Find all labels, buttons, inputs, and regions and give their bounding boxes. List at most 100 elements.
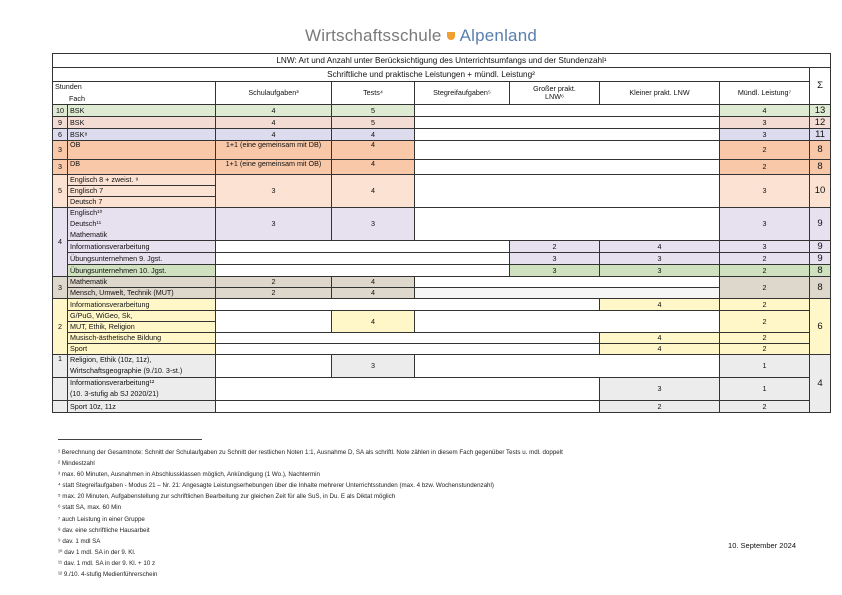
table-cell: Informationsverarbeitung¹²: [67, 377, 216, 389]
table-cell: [414, 354, 720, 378]
table-cell: 9: [52, 116, 68, 129]
table-cell: 4: [331, 128, 415, 141]
header-tests: Tests⁴: [331, 81, 415, 105]
footnote: ⁹ dav. 1 mdl SA: [58, 537, 101, 545]
table-cell: 2: [719, 400, 810, 413]
table-cell: 3: [719, 240, 810, 253]
footnote: ³ max. 60 Minuten, Ausnahmen in Abschlus…: [58, 471, 320, 479]
table-cell: 8: [808, 140, 832, 160]
table-row: Sport 10z, 11z 2 2: [52, 400, 831, 413]
table-cell: 9: [808, 207, 832, 241]
table-row: Mensch, Umwelt, Technik (MUT) 2 4: [53, 287, 831, 299]
table-cell: 13: [808, 104, 832, 117]
table-cell: 3: [719, 174, 810, 208]
table-cell: 2: [719, 298, 810, 311]
table-cell: Informationsverarbeitung: [67, 240, 216, 253]
table-cell: 2: [215, 276, 332, 288]
footnote: ² Mindestzahl: [58, 460, 95, 468]
header-muendl: Mündl. Leistung⁷: [719, 81, 810, 105]
table-row: Deutsch 7: [53, 196, 831, 208]
table-cell: 4: [599, 298, 720, 311]
table-cell: 2: [719, 140, 810, 160]
table-cell: 4: [331, 159, 415, 175]
header-stegreif: Stegreifaufgaben⁵: [414, 81, 510, 105]
table-cell: 4: [215, 128, 332, 141]
table-cell: 6: [52, 128, 68, 141]
table-row: Deutsch¹¹: [53, 218, 831, 230]
table-cell: Englisch¹⁰: [67, 207, 216, 219]
table-cell: 3: [215, 174, 332, 208]
table-cell: [52, 400, 68, 413]
header-schulaufgaben: Schulaufgaben³: [215, 81, 332, 105]
table-row: 2 Informationsverarbeitung 4 2 6: [52, 298, 832, 355]
table-row: 9 BSK 4 5 3 12: [52, 116, 832, 129]
table-cell: [215, 377, 600, 401]
table-cell: 3: [331, 354, 415, 378]
table-cell: 1: [719, 354, 810, 378]
header-klein: Kleiner prakt. LNW: [599, 81, 720, 105]
footnotes: ¹ Berechnung der Gesamtnote: Schnitt der…: [58, 447, 563, 580]
table-cell: [215, 354, 332, 378]
table-cell: 4: [331, 310, 415, 333]
table-cell: MUT, Ethik, Religion: [67, 321, 216, 333]
table-cell: 4: [215, 116, 332, 129]
table-row: LNW: Art und Anzahl unter Berücksichtigu…: [51, 53, 832, 68]
table-row: Musisch-ästhetische Bildung 4 2: [53, 332, 831, 344]
table-cell: 4: [331, 287, 415, 299]
table-cell: [414, 116, 720, 129]
table-cell: BSK: [67, 116, 216, 129]
table-cell: 12: [808, 116, 832, 129]
table-cell: 5: [331, 116, 415, 129]
table-cell: BSK⁸: [67, 128, 216, 141]
table-row: Informationsverarbeitung¹² 3 1: [52, 377, 831, 401]
table-row: Übungsunternehmen 9. Jgst. 3 3 2 9: [53, 252, 832, 265]
table-cell: [414, 276, 720, 288]
table-cell: 2: [719, 310, 810, 333]
table-cell: 2: [719, 343, 810, 355]
logo-text-right: Alpenland: [459, 26, 538, 45]
table-cell: [215, 400, 600, 413]
footnote: ⁵ max. 20 Minuten, Aufgabenstellung zur …: [58, 493, 396, 501]
table-cell: 4: [215, 104, 332, 117]
header-gross: Großer prakt.LNW⁶: [509, 81, 600, 105]
table-cell: [215, 264, 510, 277]
table-cell: Übungsunternehmen 10. Jgst.: [67, 264, 216, 277]
table-row: 3 ÖB 1+1 (eine gemeinsam mit DB) 4 2 8: [52, 140, 832, 160]
table-cell: 3: [599, 377, 720, 401]
table-cell: [215, 298, 600, 311]
table-cell: 2: [719, 332, 810, 344]
table-cell: BSK: [67, 104, 216, 117]
table-cell: [414, 104, 720, 117]
table-row: 5 Englisch 8 + zweist. ⁹ 3 4 3 10: [52, 174, 832, 208]
table-cell: Informationsverarbeitung: [67, 298, 216, 311]
footnote: ⁸ dav. eine schriftliche Hausarbeit: [58, 526, 150, 534]
table-cell: Mensch, Umwelt, Technik (MUT): [67, 287, 216, 299]
table-cell: 5: [331, 104, 415, 117]
table-cell: 4: [599, 240, 720, 253]
table-cell: 4: [331, 276, 415, 288]
table-cell: 3: [509, 264, 600, 277]
lnw-table: LNW: Art und Anzahl unter Berücksichtigu…: [51, 53, 832, 413]
table-cell: [414, 310, 720, 333]
table-cell: 4: [719, 104, 810, 117]
table-title: LNW: Art und Anzahl unter Berücksichtigu…: [51, 53, 832, 68]
table-cell: [215, 240, 510, 253]
table-row: 10 BSK 4 5 4 13: [52, 104, 832, 117]
table-cell: 10: [52, 104, 68, 117]
table-cell: Englisch 7: [67, 185, 216, 197]
table-cell: [414, 207, 720, 241]
table-cell: 4: [599, 332, 720, 344]
table-cell: 4: [599, 343, 720, 355]
footnote: ⁴ statt Stegreifaufgaben - Modus 21 – Nr…: [58, 482, 494, 490]
table-row: Informationsverarbeitung 2 4 3 9: [53, 240, 832, 253]
table-cell: G/PuG, WiGeo, Sk,: [67, 310, 216, 322]
table-cell: 8: [808, 264, 832, 277]
footnote: ⁷ auch Leistung in einer Gruppe: [58, 515, 145, 523]
table-cell: 2: [719, 264, 810, 277]
table-cell: [215, 332, 600, 344]
footnote: ⁶ statt SA, max. 60 Min: [58, 504, 122, 512]
table-cell: 2: [509, 240, 600, 253]
table-row: 6 BSK⁸ 4 4 3 11: [52, 128, 832, 141]
table-cell: 2: [215, 287, 332, 299]
